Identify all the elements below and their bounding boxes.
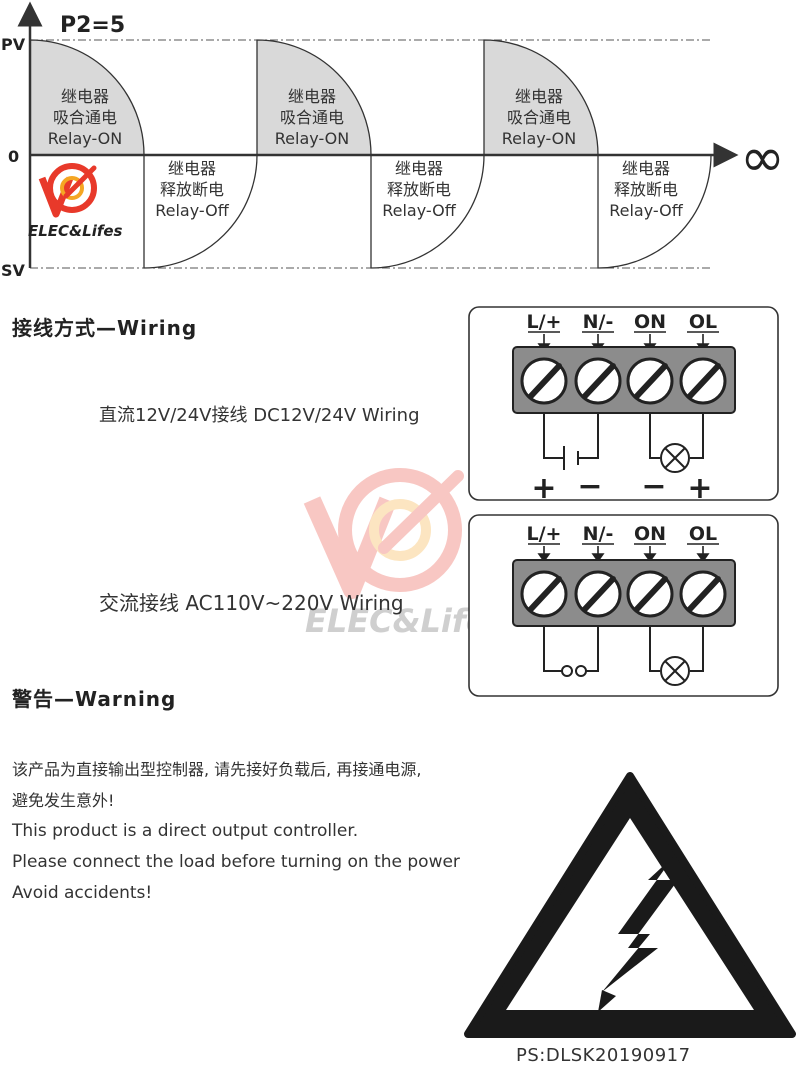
warning-title: 警告—Warning bbox=[12, 687, 177, 711]
relay-off-text-en: Relay-Off bbox=[382, 201, 456, 220]
lamp-icon bbox=[660, 656, 690, 686]
relay-on-text-en: Relay-ON bbox=[275, 129, 349, 148]
warning-line-cn2: 避免发生意外! bbox=[12, 791, 115, 810]
relay-on-text-cn1: 继电器 bbox=[515, 87, 563, 106]
polarity-sign: + bbox=[531, 471, 556, 502]
relay-off-lobe bbox=[143, 154, 258, 269]
wiring-title: 接线方式—Wiring bbox=[12, 316, 198, 340]
timing-diagram: P2=5 PV 0 SV ∞ 继电器 吸合通电 Relay-ON 继电器 吸合通… bbox=[1, 1, 785, 280]
terminal-label-on: ON bbox=[634, 311, 666, 333]
warning-text-block: 该产品为直接输出型控制器, 请先接好负载后, 再接通电源, 避免发生意外! Th… bbox=[12, 754, 460, 909]
terminal-label-n: N/- bbox=[583, 523, 614, 545]
relay-on-text-cn2: 吸合通电 bbox=[507, 108, 571, 127]
axis-zero-label: 0 bbox=[8, 147, 19, 166]
axis-pv-label: PV bbox=[1, 35, 26, 54]
relay-off-text-cn2: 释放断电 bbox=[387, 180, 451, 199]
relay-off-text-cn1: 继电器 bbox=[168, 159, 216, 178]
relay-off-text-cn1: 继电器 bbox=[395, 159, 443, 178]
relay-off-text-en: Relay-Off bbox=[609, 201, 683, 220]
polarity-sign: − bbox=[577, 469, 602, 502]
relay-off-text-cn2: 释放断电 bbox=[160, 180, 224, 199]
infinity-symbol: ∞ bbox=[740, 126, 785, 189]
ac-wiring-diagram: L/+ N/- ON OL bbox=[468, 514, 779, 697]
relay-on-lobe bbox=[256, 39, 372, 156]
terminal-label-ol: OL bbox=[689, 311, 717, 333]
ac-wiring-label: 交流接线 AC110V~220V Wiring bbox=[99, 591, 404, 615]
terminal-label-on: ON bbox=[634, 523, 666, 545]
footer-code: PS:DLSK20190917 bbox=[516, 1045, 691, 1066]
warning-line-en1: This product is a direct output controll… bbox=[12, 821, 359, 841]
relay-on-text-cn1: 继电器 bbox=[61, 87, 109, 106]
dc-wiring-diagram: L/+ N/- ON OL + − bbox=[468, 306, 779, 502]
relay-on-text-cn2: 吸合通电 bbox=[53, 108, 117, 127]
relay-on-text-cn2: 吸合通电 bbox=[280, 108, 344, 127]
relay-off-lobe bbox=[597, 154, 712, 269]
terminal-label-n: N/- bbox=[583, 311, 614, 333]
warning-line-en2: Please connect the load before turning o… bbox=[12, 852, 460, 872]
terminal-block bbox=[512, 559, 736, 627]
relay-on-lobe bbox=[29, 39, 145, 156]
terminal-label-l: L/+ bbox=[527, 311, 562, 333]
terminal-block bbox=[512, 346, 736, 414]
relay-on-text-en: Relay-ON bbox=[48, 129, 122, 148]
polarity-sign: + bbox=[687, 471, 712, 502]
polarity-sign: − bbox=[641, 469, 666, 502]
terminal-label-l: L/+ bbox=[527, 523, 562, 545]
relay-off-lobe bbox=[370, 154, 485, 269]
terminal-label-ol: OL bbox=[689, 523, 717, 545]
relay-off-text-cn1: 继电器 bbox=[622, 159, 670, 178]
relay-on-text-en: Relay-ON bbox=[502, 129, 576, 148]
p2-label: P2=5 bbox=[60, 13, 125, 38]
high-voltage-warning-icon bbox=[464, 772, 796, 1038]
dc-wiring-label: 直流12V/24V接线 DC12V/24V Wiring bbox=[99, 405, 420, 426]
relay-off-text-cn2: 释放断电 bbox=[614, 180, 678, 199]
ac-plug-icon bbox=[561, 665, 587, 677]
axis-sv-label: SV bbox=[1, 261, 26, 280]
warning-line-en3: Avoid accidents! bbox=[12, 883, 153, 903]
brand-logo-text: ELEC&Lifes bbox=[28, 222, 123, 240]
brand-logo: ELEC&Lifes bbox=[28, 163, 123, 240]
relay-on-text-cn1: 继电器 bbox=[288, 87, 336, 106]
warning-line-cn1: 该产品为直接输出型控制器, 请先接好负载后, 再接通电源, bbox=[12, 760, 422, 779]
relay-off-text-en: Relay-Off bbox=[155, 201, 229, 220]
lamp-icon bbox=[660, 443, 690, 473]
relay-on-lobe bbox=[483, 39, 599, 156]
